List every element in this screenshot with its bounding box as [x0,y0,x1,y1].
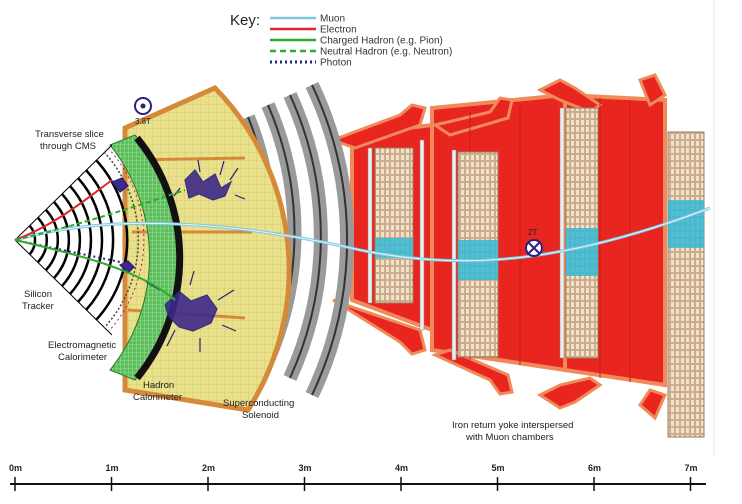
yoke-label-2: with Muon chambers [465,432,554,443]
ecal-label-2: Calorimeter [58,352,107,363]
scale-label-7: 7m [685,463,698,473]
electromagnetic-calorimeter [109,134,184,381]
scale-label-6: 6m [588,463,601,473]
tracker-label-2: Tracker [22,301,54,312]
scale-bar: 0m 1m 2m 3m 4m 5m 6m 7m [9,463,706,491]
slice-label-2: through CMS [40,141,96,152]
muon-chambers [367,107,705,438]
slice-label-1: Transverse slice [35,129,104,140]
yoke-arm-bottom-3 [536,376,603,410]
field-symbol-inner [134,97,152,115]
silicon-tracker [14,144,145,336]
yoke-arm-top-4 [638,73,667,108]
scale-label-0: 0m [9,463,22,473]
field-symbol-outer [525,239,543,257]
tracker-label-1: Silicon [24,289,52,300]
yoke-arm-top-1 [328,103,427,150]
scale-label-4: 4m [395,463,408,473]
legend-label-0: Muon [320,14,345,25]
solenoid-label-1: Superconducting [223,398,294,409]
yoke-arm-bottom-2 [430,348,514,396]
field-label-inner: 3.8T [135,117,151,126]
scale-label-5: 5m [492,463,505,473]
energy-deposits [111,159,246,352]
charged-hadron-track [14,239,176,301]
legend-label-1: Electron [320,25,357,36]
electron-track [14,179,113,241]
ecal-label-1: Electromagnetic [48,340,116,351]
yoke-arm-top-2 [431,96,514,137]
yoke-label-1: Iron return yoke interspersed [452,420,573,431]
legend-title: Key: [230,12,260,29]
scale-label-3: 3m [299,463,312,473]
field-label-outer: 2T [528,228,537,237]
yoke-arm-bottom-1 [332,298,427,356]
legend-label-4: Photon [320,58,352,69]
hcal-label-2: Calorimeter [133,392,182,403]
hcal-label-1: Hadron [143,380,174,391]
muon-chamber-1 [374,147,414,304]
legend-label-3: Neutral Hadron (e.g. Neutron) [320,47,452,58]
scale-label-1: 1m [106,463,119,473]
solenoid-label-2: Solenoid [242,410,279,421]
yoke-arm-bottom-4 [638,388,668,421]
muon-chamber-4 [667,131,705,438]
particle-tracks [14,179,711,301]
scale-label-2: 2m [202,463,215,473]
legend-label-2: Charged Hadron (e.g. Pion) [320,36,443,47]
